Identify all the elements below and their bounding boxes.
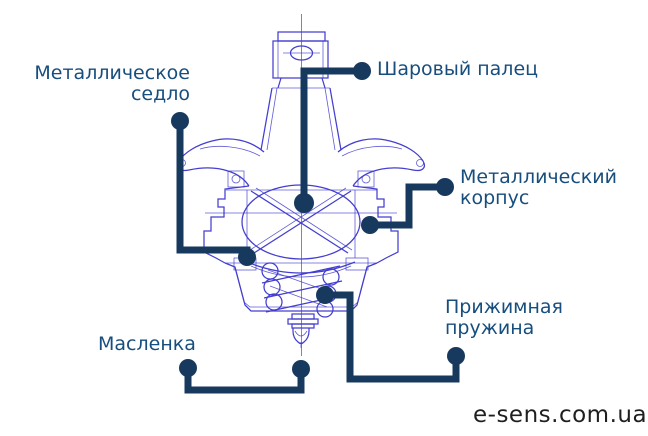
ball-pin-stud-outline xyxy=(260,87,342,151)
ball-outline xyxy=(241,184,361,260)
label-pressure-spring-line2: пружина xyxy=(445,317,535,339)
callout-dot xyxy=(294,193,314,213)
callout-dot xyxy=(353,62,371,80)
label-metal-seat: Металлическое седло xyxy=(30,63,190,105)
label-metal-seat-line2: седло xyxy=(130,83,190,105)
label-metal-body-line2: корпус xyxy=(460,187,530,209)
callout-dot xyxy=(316,286,334,304)
watermark: e-sens.com.ua xyxy=(473,402,648,428)
label-oiler-line1: Масленка xyxy=(98,333,196,355)
label-pressure-spring-line1: Прижимная xyxy=(445,296,563,318)
callout-dot xyxy=(292,360,310,378)
label-metal-body-line1: Металлический xyxy=(460,166,617,188)
callout-dot xyxy=(436,178,454,196)
callout-dot xyxy=(361,216,379,234)
label-ball-pin: Шаровый палец xyxy=(377,59,538,80)
callout-dot xyxy=(238,248,256,266)
callout-lines xyxy=(171,62,465,394)
callout-metal-body xyxy=(361,178,454,234)
callout-dot xyxy=(171,112,189,130)
callout-metal-seat xyxy=(171,112,256,266)
label-metal-body: Металлический корпус xyxy=(460,167,617,209)
grease-fitting-outline xyxy=(287,313,319,348)
callout-pressure-spring xyxy=(316,286,465,383)
label-pressure-spring: Прижимная пружина xyxy=(445,297,563,339)
label-metal-seat-line1: Металлическое xyxy=(34,62,190,84)
callout-ball-pin xyxy=(294,62,371,213)
ball-joint-technical-drawing xyxy=(176,14,426,356)
callout-dot xyxy=(179,359,197,377)
callout-dot xyxy=(447,347,465,365)
label-oiler: Масленка xyxy=(98,334,196,355)
callout-oiler xyxy=(179,359,310,394)
label-ball-pin-line1: Шаровый палец xyxy=(377,58,539,80)
